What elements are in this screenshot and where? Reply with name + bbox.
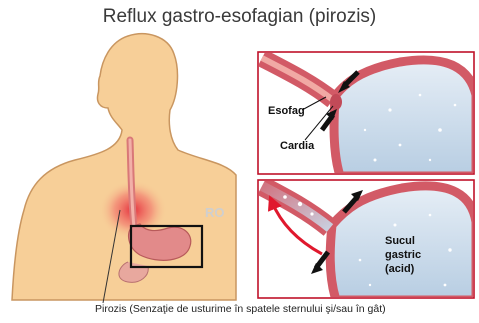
caption-pirozis: Pirozis (Senzaţie de usturime în spatele… (95, 303, 386, 315)
label-esofag: Esofag (268, 105, 305, 117)
label-sucul-3: (acid) (385, 263, 415, 275)
watermark: RO (205, 205, 225, 220)
label-sucul-1: Sucul (385, 235, 415, 247)
label-cardia: Cardia (280, 140, 315, 152)
label-sucul-2: gastric (385, 249, 421, 261)
panel-normal: Esofag Cardia (258, 52, 476, 176)
panel-reflux: Sucul gastric (acid) (258, 180, 476, 300)
